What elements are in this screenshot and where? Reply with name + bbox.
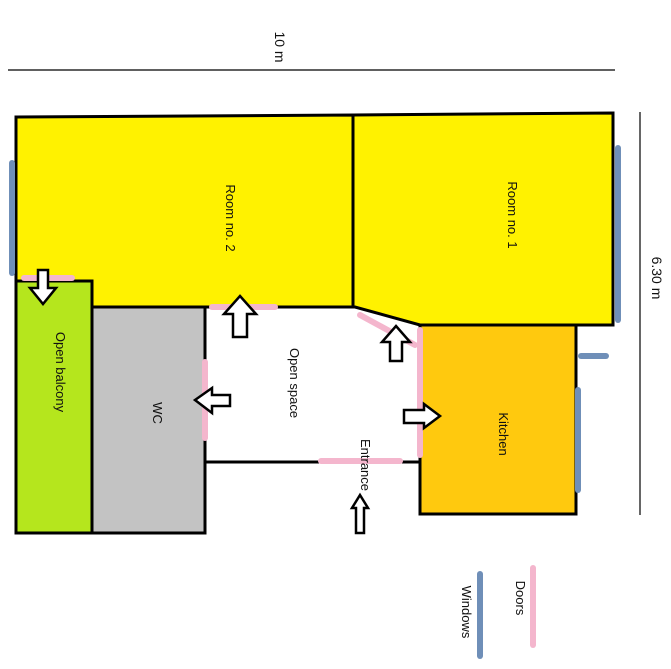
arrow-right-kitchen-icon (402, 401, 443, 431)
arrow-down-balcony-icon (27, 268, 59, 306)
arrow-left-wc-icon (192, 385, 232, 416)
kitchen-label: Kitchen (496, 412, 511, 455)
open-space-label: Open space (287, 348, 302, 418)
open-balcony (14, 279, 94, 535)
balcony-label: Open balcony (53, 332, 68, 413)
height-dimension-label: 6.30 m (649, 257, 665, 300)
kitchen (418, 323, 578, 516)
room-2-label: Room no. 2 (223, 184, 238, 251)
width-dimension-label: 10 m (272, 31, 288, 62)
legend-windows-label: Windows (459, 586, 474, 639)
legend-doors-label: Doors (513, 581, 528, 616)
room-1-label: Room no. 1 (505, 181, 520, 248)
entrance-label: Entrance (358, 439, 373, 491)
room-1 (351, 111, 615, 327)
arrow-up-entrance-icon (349, 492, 371, 535)
arrow-up-room2-icon (221, 294, 259, 339)
wc (90, 305, 207, 535)
wc-label: WC (150, 402, 165, 424)
arrow-up-room1-icon (379, 324, 413, 363)
